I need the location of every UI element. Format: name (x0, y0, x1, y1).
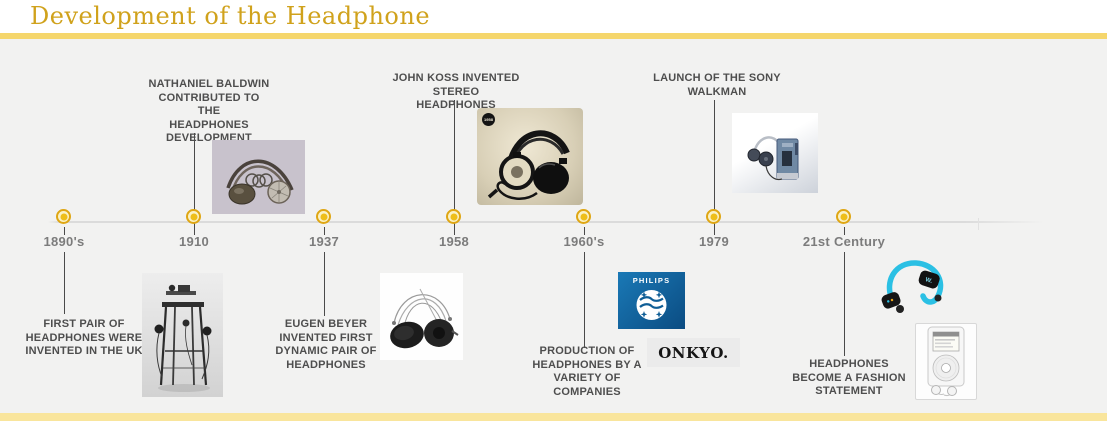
koss-headphones-illustration (487, 130, 570, 200)
sony-w-earbuds-photo: W. (876, 254, 956, 318)
year-label-21st-century: 21st Century (802, 234, 886, 249)
connector-line-1910 (194, 133, 195, 235)
philips-logo: PHILIPS (618, 272, 685, 329)
event-caption-1937: EUGEN BEYER INVENTED FIRST DYNAMIC PAIR … (275, 318, 377, 371)
node-tick (584, 227, 585, 235)
onkyo-wordmark: ONKYO. (658, 343, 729, 362)
event-caption-21st-century: HEADPHONES BECOME A FASHION STATEMENT (792, 358, 906, 397)
connector-line-1960s (584, 252, 585, 348)
timeline-node-1937 (316, 209, 331, 224)
year-label-1958: 1958 (438, 234, 470, 249)
year-label-1937: 1937 (308, 234, 340, 249)
footer-divider-bar (0, 413, 1107, 421)
header-divider-bar (0, 33, 1107, 39)
year-label-1960s: 1960's (563, 234, 605, 249)
event-caption-1958: JOHN KOSS INVENTED STEREO HEADPHONES (392, 72, 520, 111)
sony-walkman-photo (732, 113, 818, 193)
photo-year-badge: 1958 (482, 113, 495, 126)
beyer-headphones-photo (380, 273, 463, 360)
node-tick (64, 227, 65, 235)
electrophone-stand-illustration (154, 284, 212, 392)
ipod-illustration (927, 326, 965, 397)
year-label-1979: 1979 (698, 234, 730, 249)
onkyo-logo: ONKYO. (647, 338, 740, 367)
sony-walkman-illustration (747, 136, 799, 181)
page-title: Development of the Headphone (30, 2, 431, 30)
timeline-node-21st-century (836, 209, 851, 224)
timeline-node-1979 (706, 209, 721, 224)
electrophone-stand-photo (142, 273, 223, 397)
walkman-w-logo: W. (924, 277, 933, 285)
year-label-1890s: 1890's (43, 234, 85, 249)
timeline-node-1890s (56, 209, 71, 224)
event-caption-1910: NATHANIEL BALDWIN CONTRIBUTED TO THE HEA… (148, 78, 270, 144)
philips-shield-icon (636, 290, 667, 320)
year-label-1910: 1910 (178, 234, 210, 249)
node-tick (324, 227, 325, 235)
philips-wordmark: PHILIPS (632, 276, 671, 285)
connector-line-1937 (324, 252, 325, 316)
connector-line-1958 (454, 100, 455, 235)
connector-line-21st-century (844, 252, 845, 356)
baldwin-headphones-photo (212, 140, 305, 214)
beyer-headphones-illustration (390, 288, 459, 349)
timeline-node-1960s (576, 209, 591, 224)
connector-line-1979 (714, 100, 715, 235)
baldwin-headphones-illustration (226, 159, 294, 205)
event-caption-1890s: FIRST PAIR OF HEADPHONES WERE INVENTED I… (25, 318, 143, 357)
timeline-node-1958 (446, 209, 461, 224)
event-caption-1960s: PRODUCTION OF HEADPHONES BY A VARIETY OF… (532, 345, 642, 398)
sony-w-earbuds-illustration: W. (881, 260, 944, 313)
event-caption-1979: LAUNCH OF THE SONY WALKMAN (653, 72, 781, 98)
timeline-minor-tick (978, 218, 979, 230)
koss-headphones-photo: 1958 (477, 108, 583, 205)
node-tick (844, 227, 845, 235)
ipod-photo (915, 323, 977, 400)
connector-line-1890s (64, 252, 65, 314)
timeline-line (48, 221, 1044, 223)
timeline-node-1910 (186, 209, 201, 224)
